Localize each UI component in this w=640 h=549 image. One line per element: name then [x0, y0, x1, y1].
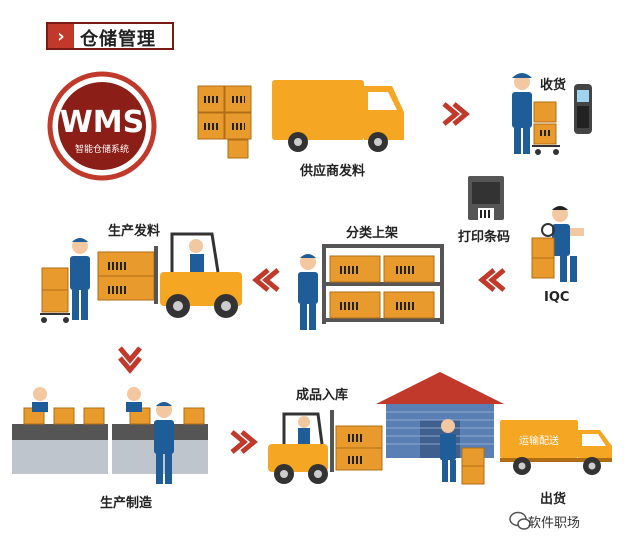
warehouse: [376, 372, 504, 485]
watermark: 软件职场: [528, 516, 581, 531]
supplier-boxes: [197, 85, 252, 159]
storage-shelf: [322, 244, 444, 324]
section-title: 仓储管理: [80, 29, 156, 50]
iqc-worker: [531, 206, 584, 282]
label-supplier: 供应商发料: [300, 164, 366, 179]
section-header: › 仓储管理: [46, 22, 174, 50]
finished-goods-forklift: [268, 410, 383, 484]
shelving-worker: [298, 254, 318, 330]
label-store: 成品入库: [296, 388, 349, 403]
delivery-truck: 运输配送: [500, 420, 612, 475]
label-shelve: 分类上架: [346, 226, 399, 241]
production-line: [12, 387, 208, 484]
label-receive: 收货: [540, 78, 567, 93]
chevron-right-icon: ›: [48, 24, 74, 48]
label-iqc: IQC: [544, 290, 570, 305]
production-issue-worker: [40, 238, 90, 323]
wms-logo-subtitle: 智能仓储系统: [75, 143, 129, 155]
handheld-scanner-icon: [574, 84, 592, 134]
supplier-van: [272, 80, 404, 152]
label-issue: 生产发料: [108, 224, 161, 239]
wms-logo-text: WMS: [60, 105, 145, 140]
wechat-icon: [509, 511, 531, 530]
receive-worker: [512, 73, 560, 155]
forklift: [97, 232, 242, 318]
truck-label: 运输配送: [519, 434, 559, 447]
label-manufacture: 生产制造: [100, 496, 153, 511]
label-ship: 出货: [540, 492, 567, 507]
wms-logo: WMS 智能仓储系统: [47, 71, 157, 181]
barcode-printer-icon: [468, 176, 504, 222]
label-print: 打印条码: [458, 230, 511, 245]
flow-arrows: [118, 102, 506, 454]
